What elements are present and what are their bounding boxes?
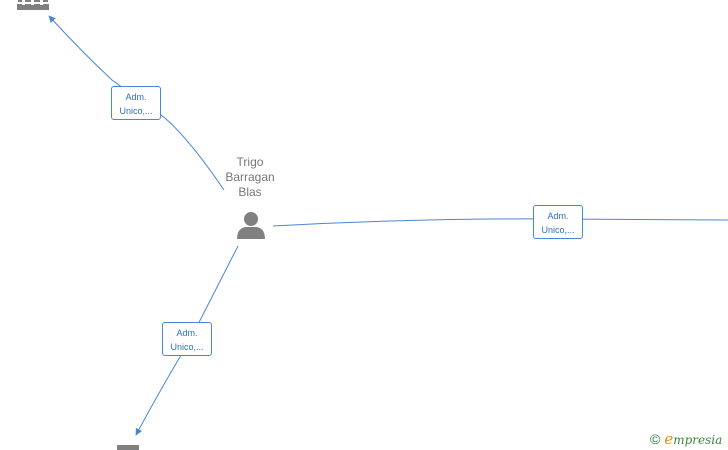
relation-role: Adm. bbox=[547, 211, 569, 221]
person-name-line: Trigo bbox=[236, 155, 264, 169]
empresia-watermark: ©empresia bbox=[650, 430, 722, 448]
relation-role-detail: Unico,... bbox=[119, 106, 153, 116]
building-icon[interactable] bbox=[117, 445, 139, 450]
building-icon[interactable] bbox=[17, 0, 49, 10]
person-icon[interactable] bbox=[237, 212, 265, 239]
person-name-line: Blas bbox=[238, 185, 262, 199]
person-name-line: Barragan bbox=[225, 170, 275, 184]
relation-role-detail: Unico,... bbox=[170, 342, 204, 352]
relation-label-bottom[interactable]: Adm. Unico,... bbox=[162, 322, 212, 356]
relation-label-top[interactable]: Adm. Unico,... bbox=[111, 86, 161, 120]
relation-label-right[interactable]: Adm. Unico,... bbox=[533, 205, 583, 239]
relation-role: Adm. bbox=[176, 328, 198, 338]
brand-name: mpresia bbox=[673, 433, 723, 447]
copyright-symbol: © bbox=[650, 431, 661, 447]
person-name[interactable]: Trigo Barragan Blas bbox=[214, 155, 286, 200]
relation-role-detail: Unico,... bbox=[541, 225, 575, 235]
relation-role: Adm. bbox=[125, 92, 147, 102]
edge-to-company-right bbox=[272, 218, 728, 227]
brand-initial: e bbox=[664, 430, 674, 448]
